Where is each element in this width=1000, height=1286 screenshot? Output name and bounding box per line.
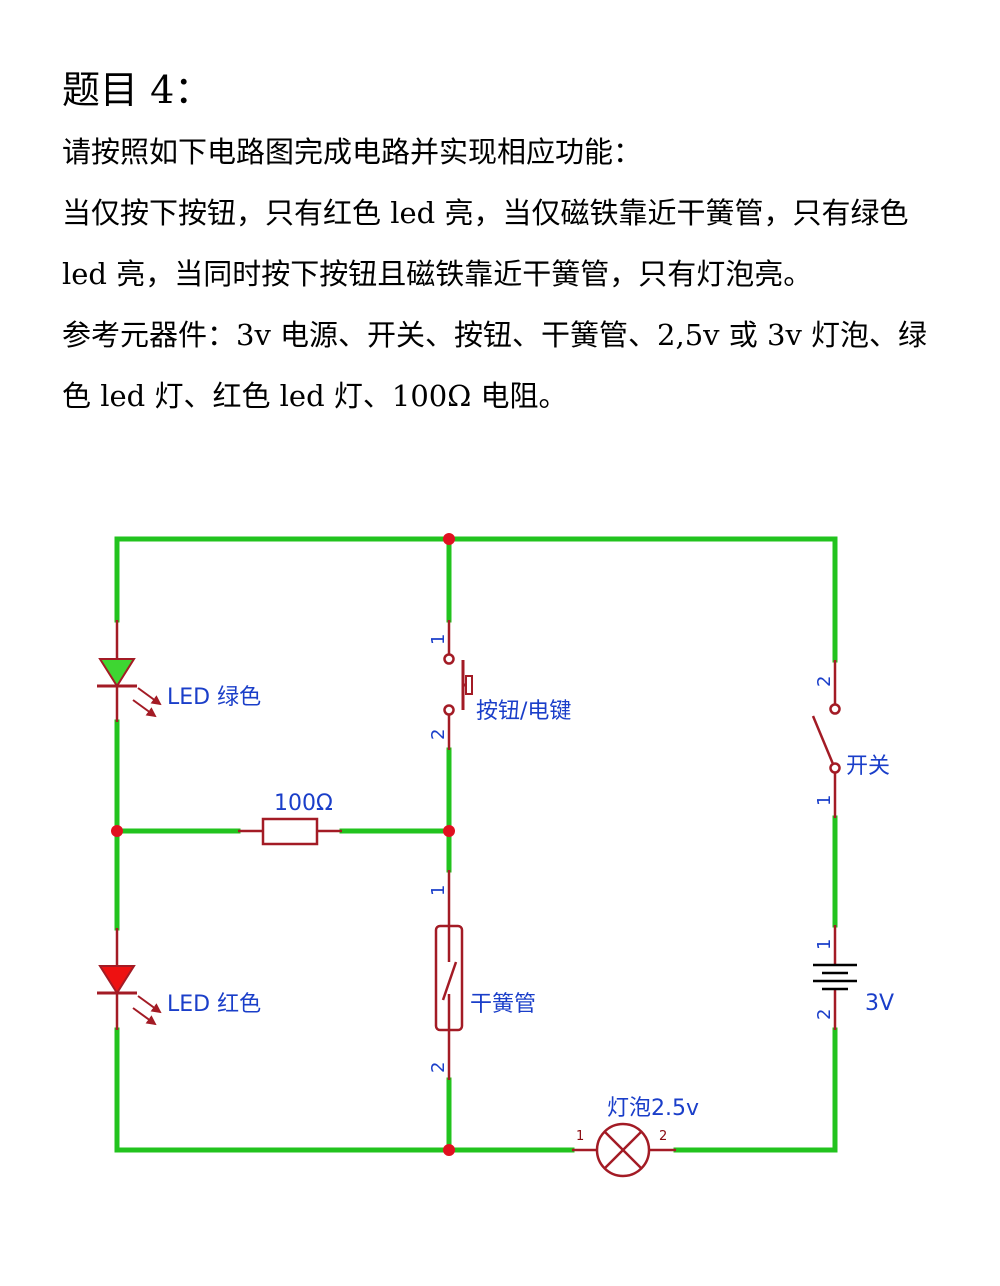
green-led-arrow-2 [132, 699, 157, 718]
instruction-line: 请按照如下电路图完成电路并实现相应功能： [62, 135, 643, 169]
resistor-body [261, 817, 319, 846]
junction-top-mid [443, 533, 455, 545]
reed-pin-2: 2 [428, 1062, 449, 1073]
lamp-label: 灯泡2.5v [607, 1096, 699, 1121]
reed-contact-blade [441, 961, 458, 1001]
switch-contact-top [829, 703, 841, 715]
battery-pin-2: 2 [814, 1009, 835, 1020]
push-button: 1 2 按钮/电键 [428, 634, 571, 740]
toggle-switch: 2 1 开关 [811, 676, 890, 806]
reed-label: 干簧管 [470, 992, 536, 1017]
red-led-label: LED 红色 [167, 992, 261, 1017]
problem-heading: 题目 4： [62, 68, 213, 112]
button-cap [465, 675, 473, 695]
red-led-arrow-2 [132, 1007, 157, 1026]
red-led-triangle [98, 965, 136, 995]
green-led-label: LED 绿色 [167, 685, 261, 710]
button-pin-1: 1 [428, 634, 449, 645]
reed-pin-1: 1 [428, 885, 449, 896]
resistor-label: 100Ω [274, 791, 333, 816]
lamp-pin-2: 2 [659, 1129, 667, 1144]
junction-left-resistor [111, 825, 123, 837]
switch-label: 开关 [846, 754, 890, 779]
junctions [111, 533, 455, 1156]
button-contact-bottom [443, 704, 455, 716]
switch-lever [811, 715, 835, 765]
reed-switch: 1 2 干簧管 [428, 885, 536, 1073]
button-label: 按钮/电键 [476, 699, 571, 724]
junction-bottom-mid [443, 1144, 455, 1156]
problem-text: 题目 4： 请按照如下电路图完成电路并实现相应功能： 当仅按下按钮，只有红色 l… [62, 60, 942, 427]
lamp: 1 2 灯泡2.5v [576, 1096, 699, 1178]
battery: 1 2 3V [813, 939, 894, 1020]
battery-label: 3V [865, 991, 894, 1016]
lamp-pin-1: 1 [576, 1129, 584, 1144]
button-pin-2: 2 [428, 729, 449, 740]
green-led: LED 绿色 [97, 658, 261, 718]
red-led: LED 红色 [97, 965, 261, 1026]
green-led-arrow-1 [137, 687, 162, 706]
switch-pin-1: 1 [814, 795, 835, 806]
lamp-cross-2 [604, 1131, 642, 1169]
wires [114, 536, 838, 1153]
component-list: 参考元器件：3v 电源、开关、按钮、干簧管、2,5v 或 3v 灯泡、绿色 le… [62, 318, 928, 413]
junction-mid-resistor [443, 825, 455, 837]
green-led-triangle [98, 658, 136, 688]
switch-contact-bottom [829, 762, 841, 774]
red-led-arrow-1 [137, 995, 162, 1014]
function-description: 当仅按下按钮，只有红色 led 亮，当仅磁铁靠近干簧管，只有绿色 led 亮，当… [62, 196, 909, 291]
button-contact-top [443, 653, 455, 665]
switch-pin-2: 2 [814, 676, 835, 687]
resistor: 100Ω [261, 791, 333, 846]
battery-pin-1: 1 [814, 939, 835, 950]
